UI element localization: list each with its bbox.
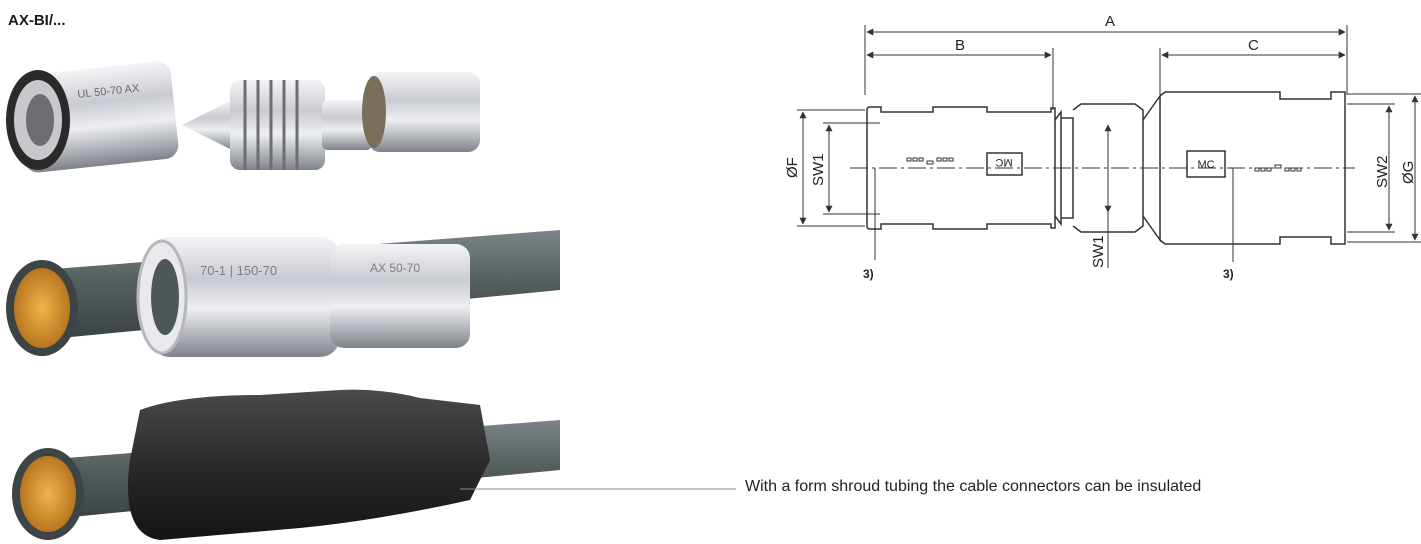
svg-text:AX 50-70: AX 50-70 [370, 261, 420, 275]
dimension-C: C [1159, 37, 1346, 95]
product-photos: UL 50-70 AX 70-1 | 150-70 AX 50-70 [6, 61, 600, 540]
logo-left: MC [995, 156, 1012, 168]
dimension-SW2-label: SW2 [1374, 155, 1391, 188]
product-code-title: AX-BI/... [8, 12, 66, 29]
note-3-left: 3) [863, 267, 874, 281]
dimension-A-label: A [1105, 13, 1115, 30]
dimension-SW1-mid-label: SW1 [1090, 235, 1107, 268]
logo-right: MC [1197, 159, 1214, 171]
svg-text:70-1 | 150-70: 70-1 | 150-70 [200, 263, 277, 278]
dimension-B-label: B [955, 37, 965, 54]
dimension-B: B [866, 37, 1054, 110]
dimension-SW1-mid: SW1 [1090, 124, 1112, 268]
insulation-caption: With a form shroud tubing the cable conn… [745, 478, 1202, 495]
dimension-SW1-left-label: SW1 [810, 153, 827, 186]
dimension-SW2-G-right: SW2 ØG [1347, 93, 1421, 243]
dimension-A: A [864, 13, 1348, 95]
dimension-F-SW1-left: ØF SW1 [784, 109, 880, 227]
dimension-G-label: ØG [1400, 161, 1417, 184]
technical-drawing: A B C MC MC [784, 13, 1421, 281]
shroud-tubing-image [12, 389, 560, 540]
caption-leader-line-ext [600, 488, 736, 490]
note-3-right: 3) [1223, 267, 1234, 281]
assembled-connector-image: 70-1 | 150-70 AX 50-70 [6, 230, 560, 357]
exploded-connector-image: UL 50-70 AX [6, 61, 480, 173]
dimension-C-label: C [1248, 37, 1259, 54]
dimension-F-label: ØF [784, 157, 801, 178]
